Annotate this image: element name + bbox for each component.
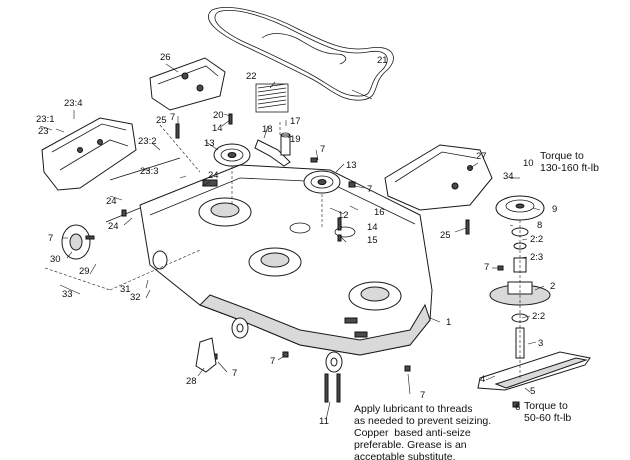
callout-25-right: 25 <box>440 230 451 241</box>
torque-note-lower: Torque to 50-60 ft-lb <box>524 400 572 424</box>
deck-bracket <box>195 337 217 373</box>
callout-17: 17 <box>290 116 301 127</box>
callout-5: 5 <box>530 386 535 397</box>
callout-23-2: 23:2 <box>138 136 157 147</box>
drive-belt <box>208 7 394 101</box>
callout-2-2-lower: 2:2 <box>532 311 545 322</box>
callout-33: 33 <box>62 289 73 300</box>
callout-25-left: 25 <box>156 115 167 126</box>
callout-28: 28 <box>186 376 197 387</box>
spindle-pulley <box>495 195 545 221</box>
belt-cover-left <box>149 57 226 111</box>
callout-31: 31 <box>120 284 131 295</box>
callout-10: 10 <box>523 158 534 169</box>
callout-29: 29 <box>79 266 90 277</box>
callout-7-spindle: 7 <box>484 262 489 273</box>
callout-20: 20 <box>213 110 224 121</box>
callout-7-bottom: 7 <box>270 356 275 367</box>
callout-9: 9 <box>552 204 557 215</box>
deck-cover-right <box>384 144 493 211</box>
callout-7-right: 7 <box>367 184 372 195</box>
callout-24-lower: 24 <box>108 221 119 232</box>
callout-27: 27 <box>476 151 487 162</box>
lubricant-note: Apply lubricant to threads as needed to … <box>354 403 492 460</box>
callout-26: 26 <box>160 52 171 63</box>
callout-23-4: 23:4 <box>64 98 83 109</box>
callout-19: 19 <box>290 134 301 145</box>
callout-24-right: 24 <box>208 170 219 181</box>
idler-pulley-left <box>213 143 251 167</box>
callout-1: 1 <box>446 317 451 328</box>
callout-15: 15 <box>367 235 378 246</box>
callout-34: 34 <box>503 171 514 182</box>
callout-7-left: 7 <box>48 233 53 244</box>
callout-3: 3 <box>538 338 543 349</box>
callout-18: 18 <box>262 124 273 135</box>
callout-7-right-bottom: 7 <box>420 390 425 401</box>
callout-14-center: 14 <box>367 222 378 233</box>
deck-cover-left <box>41 117 137 191</box>
callout-11: 11 <box>319 416 329 427</box>
callout-22: 22 <box>246 71 257 82</box>
idler-arm <box>254 132 291 167</box>
callout-2-2-upper: 2:2 <box>530 234 543 245</box>
callout-16: 16 <box>374 207 385 218</box>
cutting-blade <box>477 351 591 391</box>
assembly-guide-lines <box>44 120 521 380</box>
callout-14-top: 14 <box>212 123 223 134</box>
leader-lines <box>39 63 545 421</box>
callout-23-1: 23:1 <box>36 114 55 125</box>
callout-2: 2 <box>550 281 555 292</box>
callout-numbers: 1 2 2:2 2:3 2:2 3 4 5 6 7 7 7 7 7 7 7 7 … <box>36 52 557 427</box>
torque-note-upper: Torque to 130-160 ft-lb <box>540 150 599 174</box>
callout-30: 30 <box>50 254 61 265</box>
callout-12: 12 <box>338 210 349 221</box>
callout-2-3: 2:3 <box>530 252 543 263</box>
callout-32: 32 <box>130 292 141 303</box>
callout-4: 4 <box>480 374 485 385</box>
gauge-wheel <box>61 224 95 260</box>
callout-6: 6 <box>515 402 520 413</box>
callout-24-left: 24 <box>106 196 117 207</box>
callout-23: 23 <box>38 126 49 137</box>
callout-8: 8 <box>537 220 542 231</box>
anti-scalp-wheels <box>152 250 343 373</box>
deck-lift-rod <box>105 157 181 223</box>
callout-7-top: 7 <box>170 112 175 123</box>
hardware-bolts <box>175 113 520 408</box>
mower-deck-housing <box>139 164 433 356</box>
callout-13-center: 13 <box>346 160 357 171</box>
callout-7-bracket: 7 <box>232 368 237 379</box>
callout-21: 21 <box>377 55 388 66</box>
callout-7-center: 7 <box>320 144 325 155</box>
idler-pulley-center <box>303 170 341 194</box>
callout-13-left: 13 <box>204 138 215 149</box>
callout-23-3: 23:3 <box>140 166 159 177</box>
idler-spring <box>255 83 289 113</box>
